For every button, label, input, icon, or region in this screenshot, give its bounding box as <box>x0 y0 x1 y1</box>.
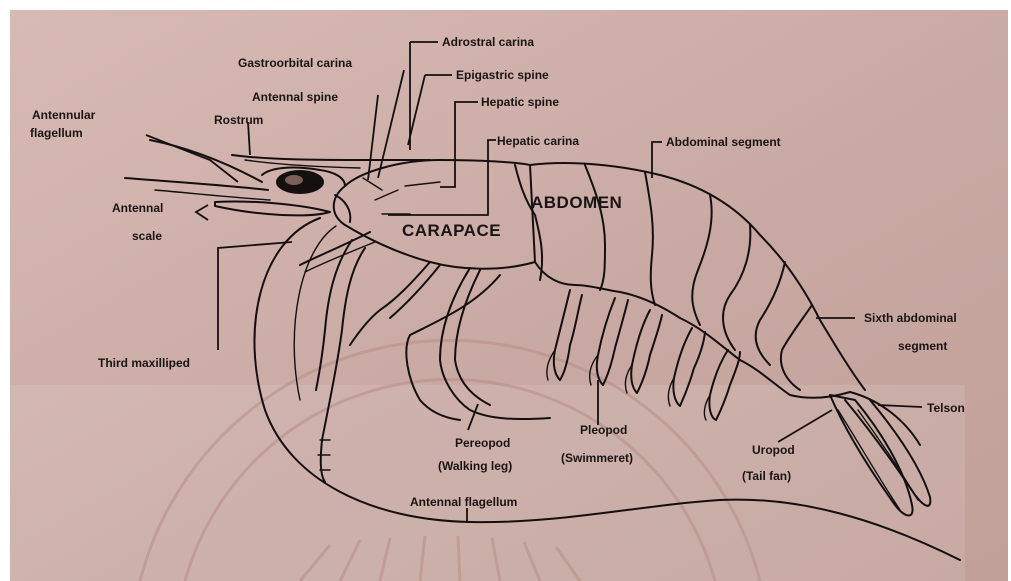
label-telson: Telson <box>927 401 965 415</box>
lower-band <box>10 385 965 581</box>
label-antennular-flagellum-2: flagellum <box>30 126 83 140</box>
label-antennal-flagellum: Antennal flagellum <box>410 495 517 509</box>
label-antennular-flagellum-1: Antennular <box>32 108 96 122</box>
label-rostrum: Rostrum <box>214 113 263 127</box>
label-antennal-scale-1: Antennal <box>112 201 163 215</box>
label-epigastric-spine: Epigastric spine <box>456 68 549 82</box>
label-adrostral-carina: Adrostral carina <box>442 35 534 49</box>
label-antennal-spine: Antennal spine <box>252 90 338 104</box>
label-hepatic-spine: Hepatic spine <box>481 95 559 109</box>
label-abdomen: ABDOMEN <box>531 193 622 212</box>
label-antennal-scale-2: scale <box>132 229 162 243</box>
label-pereopod-2: (Walking leg) <box>438 459 512 473</box>
label-pleopod-1: Pleopod <box>580 423 627 437</box>
label-gastroorbital-carina: Gastroorbital carina <box>238 56 352 70</box>
label-uropod-1: Uropod <box>752 443 795 457</box>
label-pleopod-2: (Swimmeret) <box>561 451 633 465</box>
label-sixth-abdominal-2: segment <box>898 339 947 353</box>
label-carapace: CARAPACE <box>402 221 501 240</box>
label-sixth-abdominal-1: Sixth abdominal <box>864 311 957 325</box>
label-hepatic-carina: Hepatic carina <box>497 134 579 148</box>
label-third-maxilliped: Third maxilliped <box>98 356 190 370</box>
label-uropod-2: (Tail fan) <box>742 469 791 483</box>
label-abdominal-segment: Abdominal segment <box>666 135 781 149</box>
label-pereopod-1: Pereopod <box>455 436 510 450</box>
